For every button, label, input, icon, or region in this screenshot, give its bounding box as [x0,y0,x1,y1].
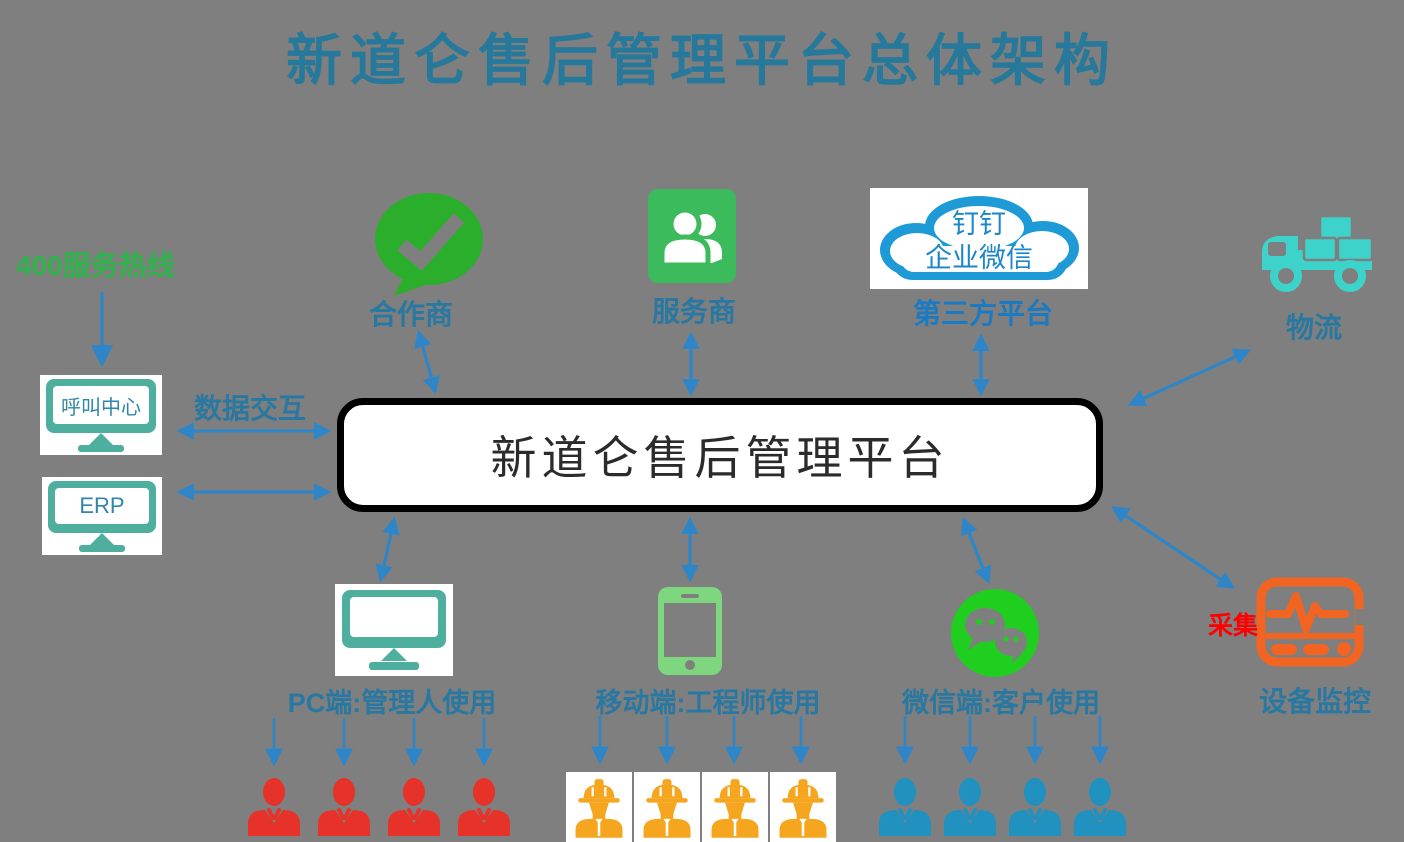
arrow-box-pc [375,516,400,583]
monitor-icon: ERP [42,477,162,555]
engineer-icon [575,779,623,838]
erp-node: ERP [42,477,162,555]
call-center-node: 呼叫中心 [40,375,162,455]
logistics-label: 物流 [1285,312,1342,343]
partner-label: 合作商 [368,299,453,330]
phone-screen [664,603,716,657]
device-monitor-label: 设备监控 [1258,686,1371,717]
third-party-label: 第三方平台 [912,298,1053,329]
third-party-node: 钉钉 企业微信 [870,188,1088,289]
arrow-box-device [1111,506,1235,589]
pc-label: PC端:管理人使用 [287,688,497,718]
user-icon [879,778,931,836]
user-icon [1009,778,1061,836]
wechat-bubbles-icon [951,589,1039,677]
wechat-client-label: 微信端:客户使用 [902,688,1100,718]
user-icon [248,778,300,836]
truck-icon [1262,214,1374,292]
cloud-icon [880,196,1079,280]
user-icon [944,778,996,836]
user-icon [318,778,370,836]
user-icon [458,778,510,836]
page-title: 新道仑售后管理平台总体架构 [286,29,1118,92]
hotline-label: 400服务热线 [16,250,175,281]
call-center-screen-label: 呼叫中心 [53,386,149,424]
user-icon [388,778,440,836]
oscilloscope-icon [1256,577,1365,667]
phone-speaker [681,594,699,598]
platform-box-label: 新道仑售后管理平台 [490,432,950,484]
arrow-partner-box [414,329,440,395]
cloud-line-2: 企业微信 [925,243,1033,273]
collect-label: 采集 [1207,613,1258,640]
data-exchange-label: 数据交互 [194,393,307,424]
service-provider-label: 服务商 [651,296,736,327]
monitor-icon: 呼叫中心 [40,375,162,455]
monitor-icon [335,584,453,676]
cloud-line-1: 钉钉 [952,209,1006,239]
phone-home-button [685,660,695,670]
pc-node [335,584,453,676]
arrow-box-wechat [960,516,992,585]
platform-box: 新道仑售后管理平台 [337,398,1103,512]
wechat-pay-check-bubble-icon [375,193,483,296]
engineer-icon [779,779,827,838]
engineer-icon [643,779,691,838]
mobile-label: 移动端:工程师使用 [595,688,821,718]
erp-screen-label: ERP [55,488,149,524]
engineer-icon [711,779,759,838]
arrow-logistics-box [1127,348,1252,407]
people-group-icon [648,189,736,283]
smartphone-icon [658,587,722,675]
user-icon [1074,778,1126,836]
